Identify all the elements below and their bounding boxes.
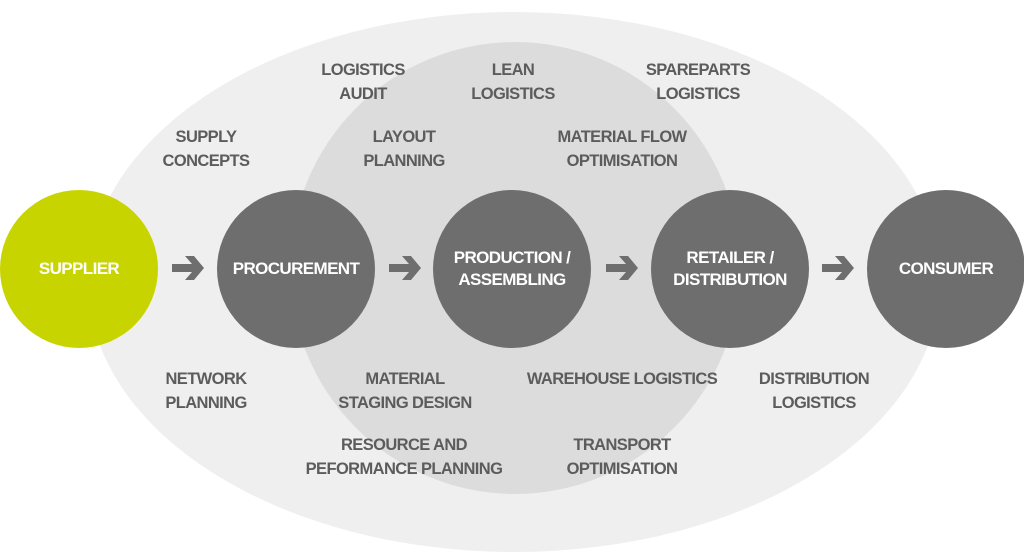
label-resource-planning: RESOURCE AND PEFORMANCE PLANNING	[305, 436, 503, 478]
label-distribution-logistics: DISTRIBUTION LOGISTICS	[758, 370, 870, 412]
label-material-staging: MATERIAL STAGING DESIGN	[338, 370, 472, 412]
label-material-flow: MATERIAL FLOW OPTIMISATION	[557, 128, 687, 170]
label-warehouse-logistics: WAREHOUSE LOGISTICS	[526, 370, 718, 388]
arrow-right-icon	[389, 256, 421, 280]
node-consumer: CONSUMER	[867, 190, 1024, 348]
label-supply-concepts: SUPPLY CONCEPTS	[162, 128, 250, 170]
arrow-right-icon	[822, 256, 854, 280]
label-lean-logistics: LEAN LOGISTICS	[471, 61, 555, 103]
arrow-right-icon	[606, 256, 638, 280]
label-spareparts-logistics: SPAREPARTS LOGISTICS	[645, 61, 751, 103]
node-supplier: SUPPLIER	[0, 190, 158, 348]
node-retailer: RETAILER / DISTRIBUTION	[651, 190, 809, 348]
label-network-planning: NETWORK PLANNING	[165, 370, 247, 412]
arrow-right-icon	[172, 256, 204, 280]
node-procurement: PROCUREMENT	[217, 190, 375, 348]
label-logistics-audit: LOGISTICS AUDIT	[321, 61, 405, 103]
node-production: PRODUCTION / ASSEMBLING	[433, 190, 591, 348]
label-transport-optimisation: TRANSPORT OPTIMISATION	[566, 436, 678, 478]
label-layout-planning: LAYOUT PLANNING	[363, 128, 445, 170]
